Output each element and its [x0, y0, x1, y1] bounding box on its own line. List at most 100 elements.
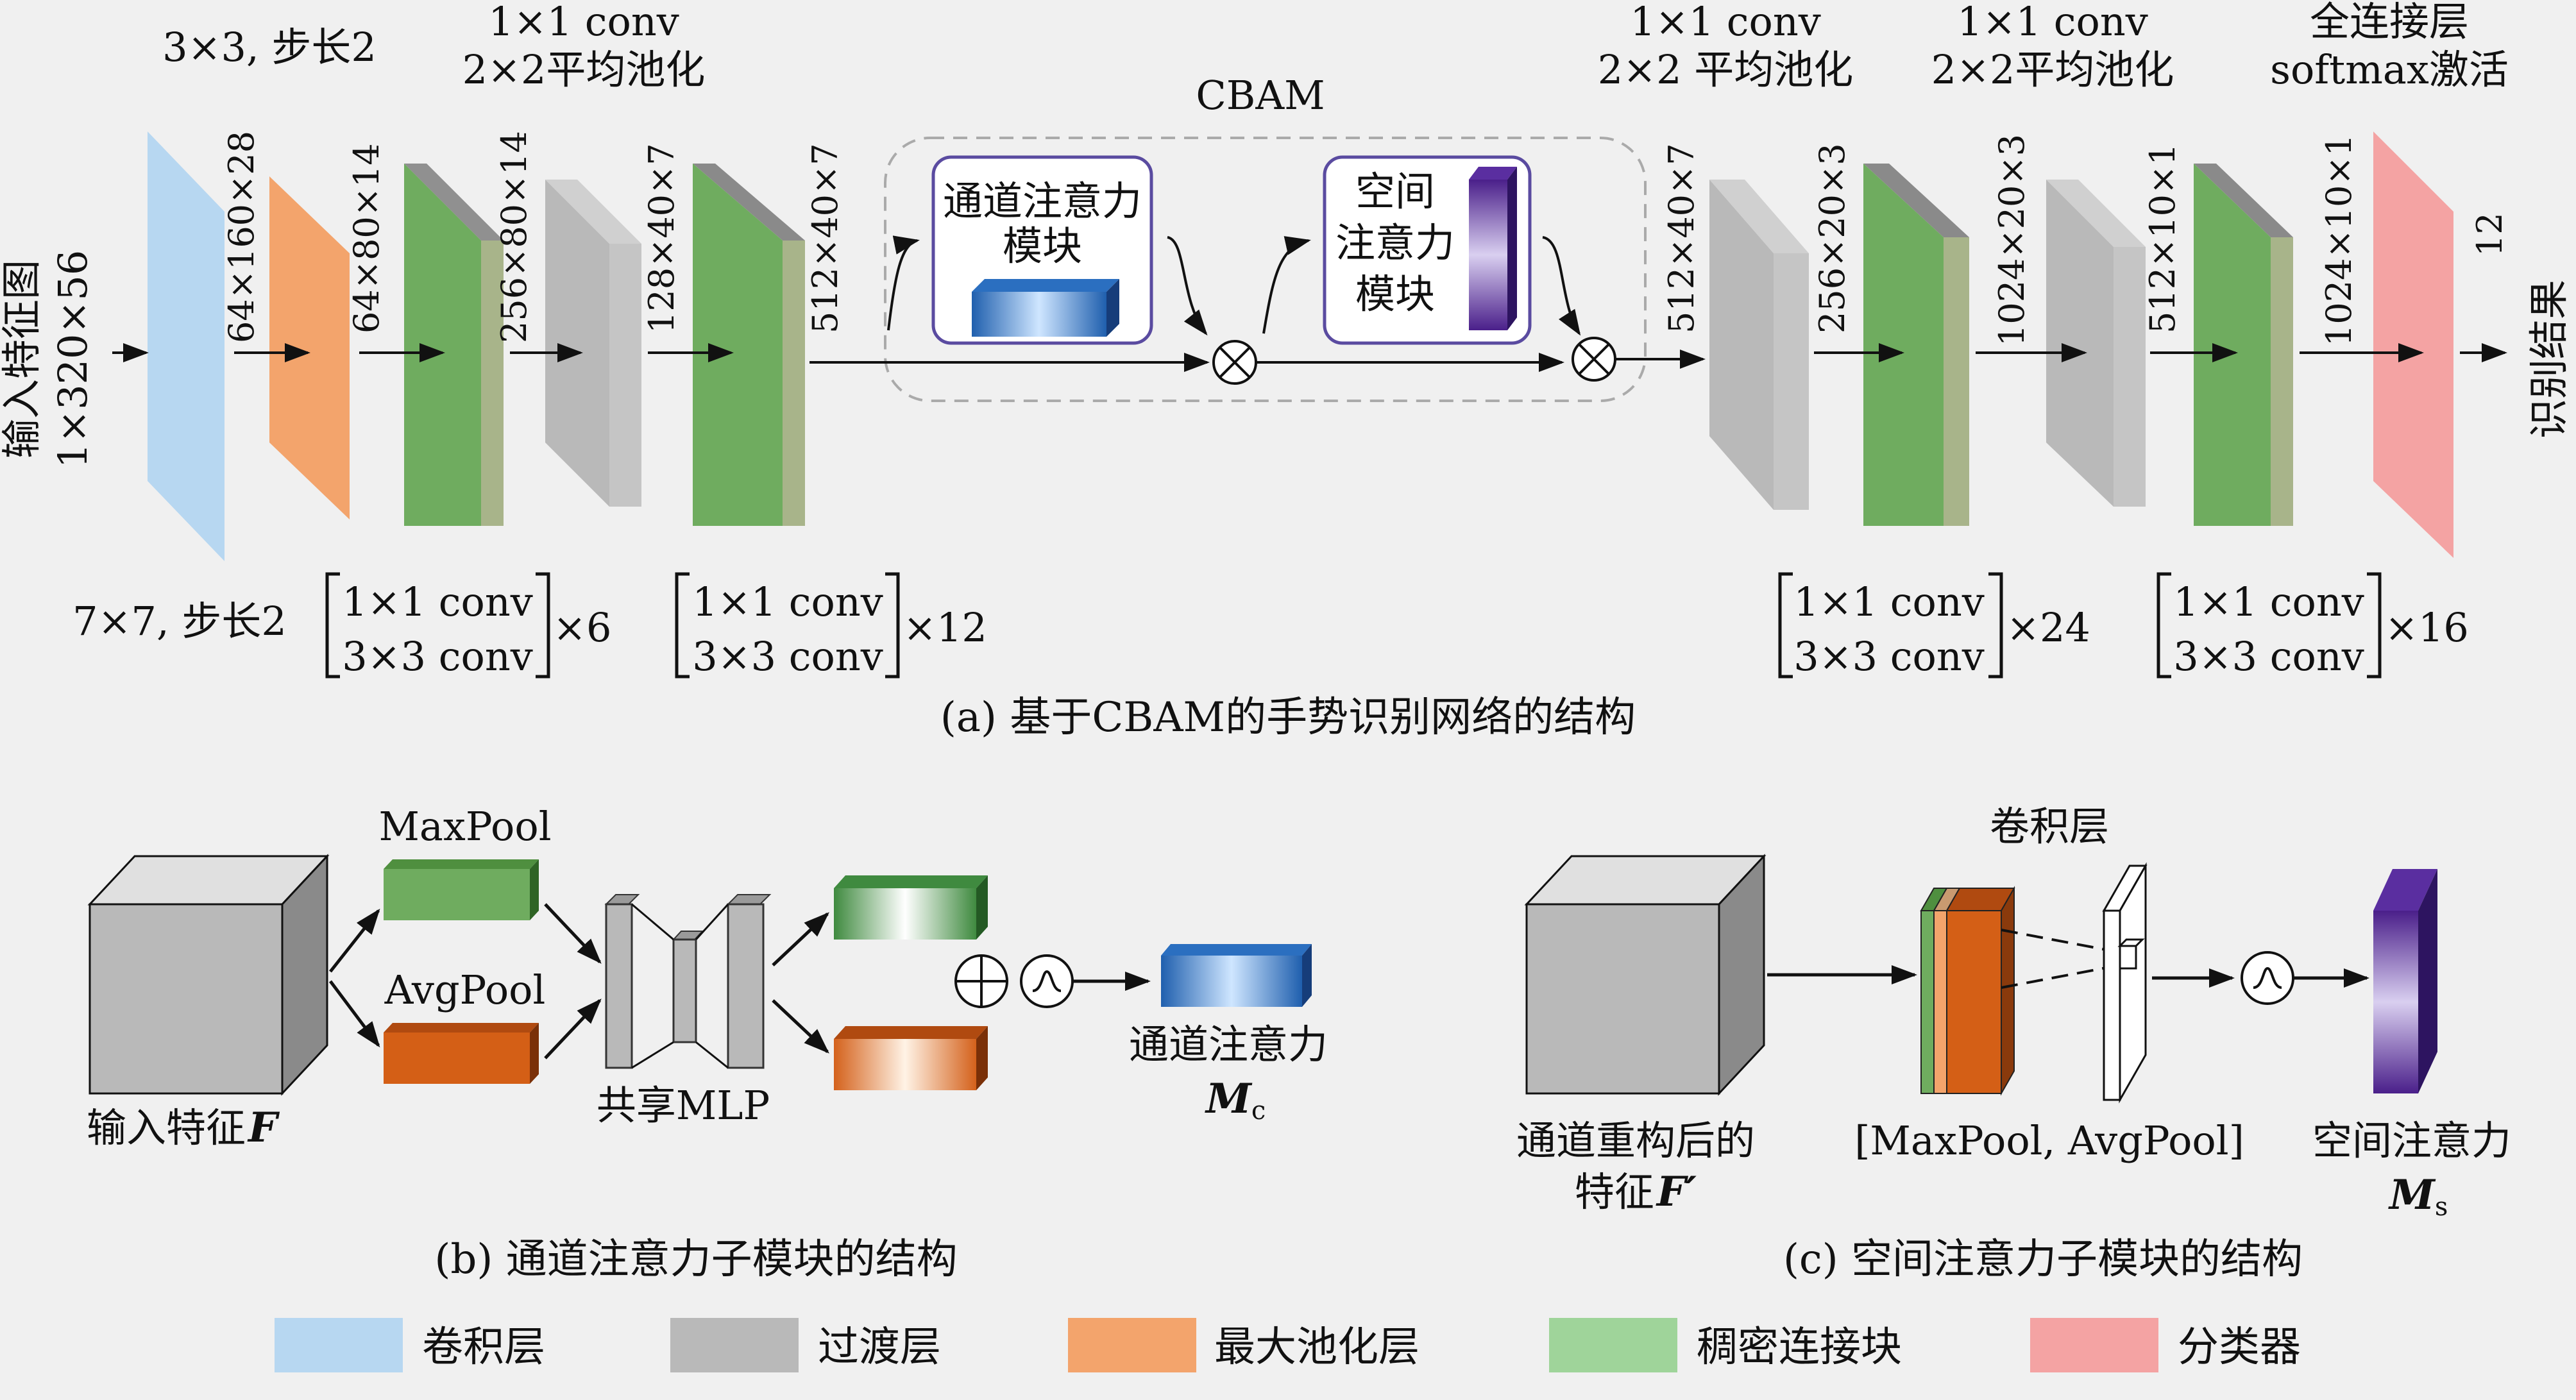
- spatial-attention-output: [2373, 869, 2437, 1093]
- cbam-label: CBAM: [1196, 72, 1325, 119]
- dim-10: 1024×10×1: [2319, 134, 2359, 346]
- dense-spec-4: 1×1 conv 3×3 conv ×16: [2157, 572, 2469, 680]
- spatial-attention-module[interactable]: 空间 注意力 模块: [1323, 155, 1532, 345]
- cbam-region: [884, 137, 1647, 402]
- legend: 卷积层 过渡层 最大池化层 稠密连接块 分类器: [275, 1318, 2301, 1372]
- dim-6: 512×40×7: [1661, 143, 1702, 333]
- dim-3: 256×80×14: [494, 131, 534, 343]
- conv-layer-label: 卷积层: [1990, 803, 2109, 850]
- dim-11: 12: [2470, 212, 2510, 257]
- channel-module-line1: 通道注意力: [943, 178, 1142, 224]
- maxpool-label: MaxPool: [378, 803, 551, 850]
- dense-spec-4-repeat: ×16: [2385, 604, 2469, 651]
- dense-spec-2-conv3: 3×3 conv: [692, 633, 883, 680]
- top-label-t3-conv: 1×1 conv: [1957, 0, 2148, 45]
- channel-attention-module[interactable]: 通道注意力 模块: [931, 155, 1153, 345]
- input-label: 输入特征图: [0, 260, 45, 459]
- legend-swatch-conv: [275, 1318, 403, 1372]
- maxpool-vector: [384, 859, 539, 920]
- multiply-op-2: [1572, 337, 1616, 382]
- transition-layer-2: [1709, 180, 1809, 510]
- pool-concat-label: [MaxPool, AvgPool]: [1854, 1117, 2244, 1164]
- top-label-fc: 全连接层: [2310, 0, 2469, 45]
- dense-spec-1-repeat: ×6: [553, 604, 611, 651]
- shared-mlp-label: 共享MLP: [597, 1082, 770, 1129]
- top-label-t2-pool: 2×2 平均池化: [1598, 46, 1854, 93]
- dense-block-3: [1863, 164, 1969, 526]
- c-input-label-1: 通道重构后的: [1516, 1117, 1755, 1164]
- pooled-feature-maps: [1920, 886, 2015, 1096]
- conv-layer-block: [148, 131, 225, 561]
- legend-label-conv: 卷积层: [422, 1324, 545, 1371]
- classifier-block: [2373, 131, 2453, 558]
- channel-module-line2: 模块: [1003, 223, 1082, 269]
- legend-label-classifier: 分类器: [2178, 1324, 2301, 1371]
- dim-1: 64×160×28: [221, 131, 262, 343]
- input-dim: 1×320×56: [49, 250, 96, 469]
- dense-spec-2-conv1: 1×1 conv: [692, 578, 883, 625]
- caption-b: (b) 通道注意力子模块的结构: [434, 1236, 957, 1283]
- input-feature-cube: [87, 854, 330, 1096]
- maxpool-layer-block: [269, 176, 350, 519]
- legend-swatch-maxpool: [1068, 1318, 1196, 1372]
- legend-swatch-dense: [1549, 1318, 1677, 1372]
- add-op: [954, 954, 1008, 1008]
- sigmoid-op-b: [1020, 954, 1074, 1008]
- transition-layer-3: [2046, 180, 2146, 507]
- multiply-op-1: [1212, 340, 1257, 385]
- maxpool-mlp-output: [834, 875, 988, 940]
- dense-spec-3-repeat: ×24: [2006, 604, 2090, 651]
- legend-swatch-classifier: [2030, 1318, 2158, 1372]
- dense-spec-4-conv1: 1×1 conv: [2173, 578, 2364, 625]
- dim-2: 64×80×14: [346, 143, 387, 333]
- dense-block-2: [693, 164, 805, 526]
- first-conv-spec: 7×7, 步长2: [72, 598, 287, 645]
- top-label-t3-pool: 2×2平均池化: [1931, 46, 2174, 93]
- legend-label-maxpool: 最大池化层: [1214, 1324, 1419, 1371]
- caption-a: (a) 基于CBAM的手势识别网络的结构: [940, 694, 1636, 741]
- dense-spec-3: 1×1 conv 3×3 conv ×24: [1778, 572, 2090, 680]
- top-label-t2-conv: 1×1 conv: [1630, 0, 1821, 45]
- legend-label-transition: 过渡层: [818, 1324, 941, 1371]
- dense-block-4: [2194, 164, 2293, 526]
- spatial-conv-output: [2102, 862, 2148, 1104]
- dense-spec-1: 1×1 conv 3×3 conv ×6: [325, 572, 611, 680]
- channel-attention-output: [1161, 944, 1312, 1007]
- top-label-softmax: softmax激活: [2270, 46, 2509, 93]
- dense-block-1: [404, 164, 504, 526]
- reconstructed-feature-cube: [1524, 854, 1767, 1096]
- dim-8: 1024×20×3: [1992, 134, 2032, 346]
- dense-spec-1-conv1: 1×1 conv: [342, 578, 533, 625]
- b-output-label: 通道注意力: [1129, 1021, 1328, 1068]
- dim-4: 128×40×7: [641, 143, 682, 333]
- dim-9: 512×10×1: [2142, 143, 2183, 333]
- top-label-t1-pool: 2×2平均池化: [462, 46, 706, 93]
- dim-7: 256×20×3: [1812, 143, 1852, 333]
- top-label-t1-conv: 1×1 conv: [488, 0, 679, 45]
- dense-spec-1-conv3: 3×3 conv: [342, 633, 533, 680]
- legend-label-dense: 稠密连接块: [1697, 1324, 1902, 1371]
- shared-mlp: [604, 894, 772, 1069]
- c-output-label: 空间注意力: [2312, 1117, 2511, 1164]
- avgpool-vector: [384, 1023, 539, 1084]
- dense-spec-2: 1×1 conv 3×3 conv ×12: [675, 572, 987, 680]
- output-label: 识别结果: [2525, 280, 2572, 439]
- panel-b: 输入特征F MaxPool AvgPool: [87, 803, 1328, 1283]
- avgpool-mlp-output: [834, 1026, 988, 1090]
- caption-c: (c) 空间注意力子模块的结构: [1783, 1236, 2303, 1283]
- b-input-label: 输入特征F: [87, 1104, 280, 1152]
- avgpool-label: AvgPool: [384, 966, 546, 1013]
- panel-a: 输入特征图 1×320×56 CBAM: [0, 0, 2572, 741]
- spatial-module-line1: 空间: [1355, 168, 1435, 215]
- dim-5: 512×40×7: [805, 143, 845, 333]
- legend-swatch-transition: [670, 1318, 799, 1372]
- spatial-module-line2: 注意力: [1335, 219, 1455, 266]
- panel-c: 通道重构后的 特征F′ 卷积层 [MaxPool, AvgPool]: [1516, 803, 2511, 1283]
- sigmoid-op-c: [2241, 951, 2294, 1005]
- top-label-first-conv: 3×3, 步长2: [162, 24, 377, 71]
- b-output-symbol: Mc: [1205, 1075, 1266, 1126]
- dense-spec-3-conv3: 3×3 conv: [1793, 633, 1985, 680]
- c-input-label-2: 特征F′: [1575, 1168, 1697, 1216]
